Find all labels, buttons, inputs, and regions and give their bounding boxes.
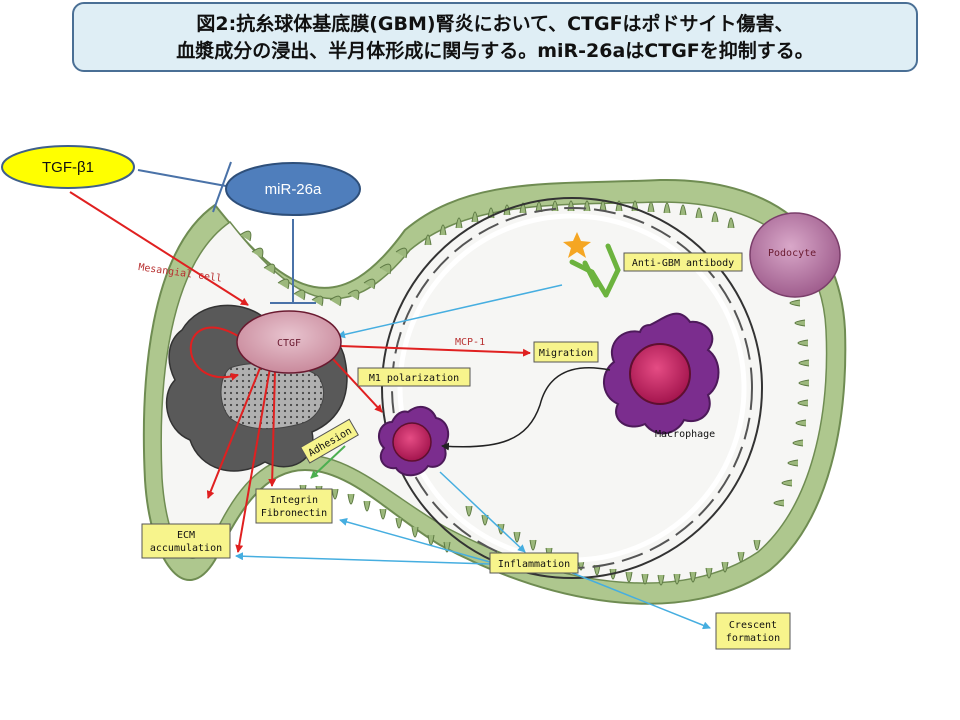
inhibition-lines bbox=[137, 161, 316, 304]
title-banner: 図2:抗糸球体基底膜(GBM)腎炎において、CTGFはポドサイト傷害、 血漿成分… bbox=[72, 2, 918, 72]
inflammation-box: Inflammation bbox=[489, 552, 579, 574]
antibody-icon bbox=[569, 243, 621, 298]
mcp1-label: MCP-1 bbox=[455, 337, 485, 348]
blue-arrows bbox=[235, 284, 711, 630]
formation-label: formation bbox=[726, 633, 780, 644]
bowman-capsule bbox=[142, 178, 847, 605]
red-arrows bbox=[69, 191, 531, 553]
tgf-beta1-node: TGF-β1 bbox=[1, 145, 135, 189]
m1-polarization-box: M1 polarization bbox=[357, 367, 471, 387]
integrin-fibronectin-box: Integrin Fibronectin bbox=[255, 488, 333, 524]
integrin-label: Integrin bbox=[270, 495, 318, 506]
inflammation-label: Inflammation bbox=[498, 559, 570, 570]
title-line-2: 血漿成分の浸出、半月体形成に関与する。miR-26aはCTGFを抑制する。 bbox=[176, 40, 814, 62]
migration-return-arrow bbox=[441, 367, 611, 451]
macrophage-large bbox=[603, 312, 720, 435]
title-line-1: 図2:抗糸球体基底膜(GBM)腎炎において、CTGFはポドサイト傷害、 bbox=[196, 13, 794, 35]
adhesion-arrow bbox=[310, 445, 346, 479]
anti-gbm-antibody-box: Anti-GBM antibody bbox=[623, 252, 743, 272]
macrophage-small bbox=[377, 405, 450, 477]
mir26a-label: miR-26a bbox=[265, 181, 322, 198]
ctgf-label: CTGF bbox=[277, 338, 301, 349]
mir26a-node: miR-26a bbox=[225, 162, 361, 216]
star-icon bbox=[563, 232, 591, 258]
podocyte-label: Podocyte bbox=[768, 248, 816, 259]
crescent-formation-box: Crescent formation bbox=[715, 612, 791, 650]
ecm-label: ECM bbox=[177, 530, 195, 541]
ctgf-node: CTGF bbox=[236, 310, 342, 374]
migration-label: Migration bbox=[539, 348, 593, 359]
macrophage-label: Macrophage bbox=[655, 429, 715, 440]
m1-polarization-label: M1 polarization bbox=[369, 373, 459, 384]
fibronectin-label: Fibronectin bbox=[261, 508, 327, 519]
crescent-label: Crescent bbox=[729, 620, 777, 631]
autocrine-loop-arrow bbox=[189, 326, 239, 381]
podocyte-cell bbox=[749, 212, 841, 298]
anti-gbm-antibody-label: Anti-GBM antibody bbox=[632, 258, 734, 269]
migration-box: Migration bbox=[533, 341, 599, 363]
tgf-beta1-label: TGF-β1 bbox=[42, 159, 94, 176]
ecm-accumulation-box: ECM accumulation bbox=[141, 523, 231, 559]
accumulation-label: accumulation bbox=[150, 543, 222, 554]
